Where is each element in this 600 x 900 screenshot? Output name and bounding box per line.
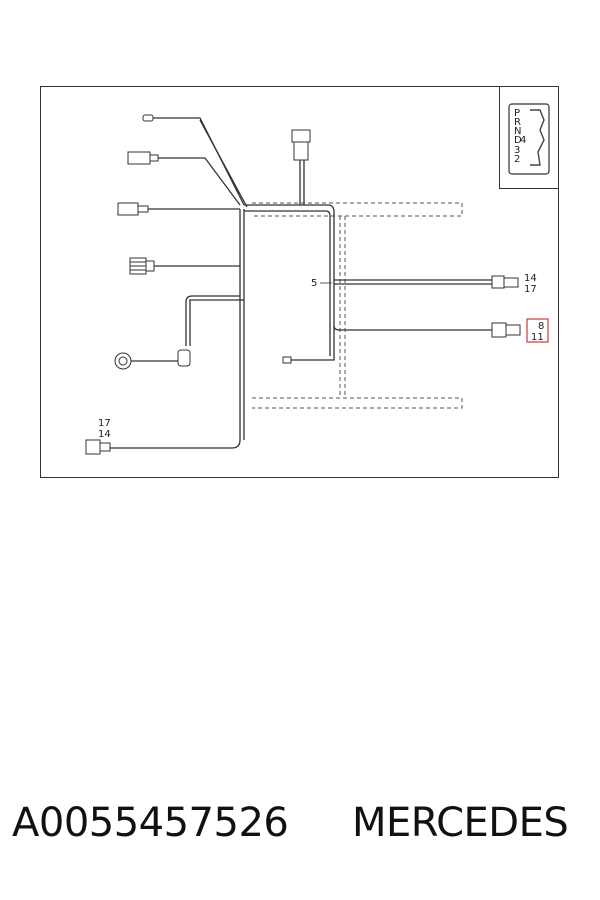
- inset-label-2: 2: [514, 154, 520, 165]
- part-caption: A0055457526 MERCEDES: [0, 800, 600, 860]
- inset-label-n: N: [514, 126, 521, 137]
- callout-left-17: 17: [98, 418, 111, 429]
- connector-right-2: [491, 322, 521, 338]
- callout-right2-11: 11: [531, 332, 544, 343]
- part-number: A0055457526: [12, 800, 289, 846]
- gear-selector-inset: P R N D 4 3 2: [499, 86, 559, 189]
- highlight-box: [526, 318, 549, 343]
- connector-top-left-terminal: [142, 114, 154, 122]
- dashed-boundary: [252, 202, 463, 409]
- callout-right2-8: 8: [538, 321, 544, 332]
- diagram-frame: [40, 86, 559, 478]
- inset-label-3: 3: [514, 145, 520, 156]
- connector-bottom-left: [85, 439, 111, 455]
- connector-right-1: [491, 275, 519, 289]
- inset-label-p: P: [514, 108, 520, 119]
- connector-left-3: [117, 202, 149, 216]
- connector-top: [291, 129, 311, 161]
- callout-right1-14: 14: [524, 273, 537, 284]
- inset-label-4: 4: [520, 135, 526, 146]
- wiring-harness-diagram: P R N D 4 3 2: [40, 86, 559, 478]
- connector-left-2: [127, 151, 159, 165]
- callout-5: 5: [311, 278, 317, 289]
- callout-right1-17: 17: [524, 284, 537, 295]
- connectors: [85, 114, 521, 455]
- connector-mid-stub: [282, 356, 292, 364]
- round-sensor: [114, 349, 191, 370]
- callout-left-14: 14: [98, 429, 111, 440]
- inset-label-r: R: [514, 117, 521, 128]
- harness-wires: [110, 117, 492, 449]
- brand-name: MERCEDES: [352, 800, 569, 846]
- connector-left-4: [129, 257, 155, 275]
- inset-label-d: D: [514, 135, 522, 146]
